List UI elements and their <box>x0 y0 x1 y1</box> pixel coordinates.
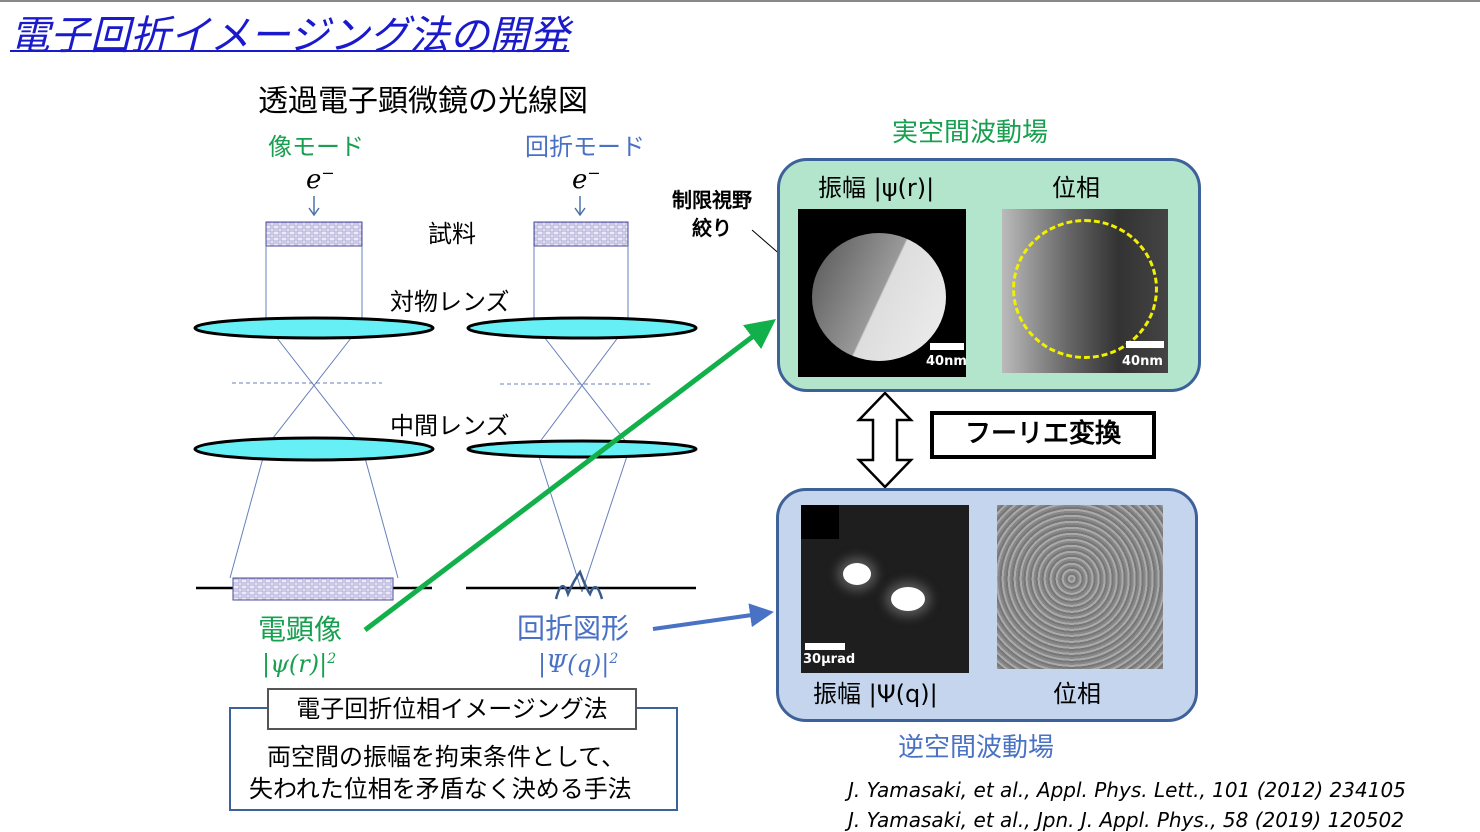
reciprocal-space-label: 逆空間波動場 <box>898 733 1055 763</box>
reference-2: J. Yamasaki, et al., Jpn. J. Appl. Phys.… <box>848 808 1404 832</box>
electron-symbol-image: e− <box>306 163 335 195</box>
real-phase-image: 40nm <box>1002 209 1168 373</box>
fourier-double-arrow <box>856 391 914 489</box>
em-image-label: 電顕像 <box>258 613 343 646</box>
method-desc-2: 失われた位相を矛盾なく決める手法 <box>249 775 632 803</box>
real-amplitude-image: 40nm <box>798 209 966 377</box>
intermediate-lens-diff <box>466 439 698 459</box>
rays-diff-mode <box>533 246 631 593</box>
objective-lens-diff <box>466 316 698 340</box>
specimen-diff-mode <box>533 221 629 247</box>
blue-arrow <box>652 603 774 631</box>
method-desc-1: 両空間の振幅を拘束条件として、 <box>267 743 626 771</box>
real-space-panel: 振幅 |ψ(r)| 位相 40nm 40nm <box>777 158 1201 392</box>
reciprocal-amplitude-label: 振幅 |Ψ(q)| <box>813 680 938 708</box>
rays-image-mode <box>229 246 399 579</box>
objective-lens-label: 対物レンズ <box>390 288 510 316</box>
method-name: 電子回折位相イメージング法 <box>267 688 637 730</box>
specimen-image-mode <box>265 221 363 247</box>
image-mode-label: 像モード <box>268 133 364 161</box>
reciprocal-phase-label: 位相 <box>1053 680 1101 708</box>
slide-title: 電子回折イメージング法の開発 <box>10 13 570 59</box>
green-arrow <box>363 318 776 632</box>
electron-symbol-diff: e− <box>572 163 601 195</box>
electron-arrow-image <box>308 196 320 217</box>
diffraction-wave <box>554 569 604 600</box>
diffraction-formula: |Ψ(q)|2 <box>538 650 619 678</box>
diffraction-mode-label: 回折モード <box>525 133 645 161</box>
reciprocal-space-panel: 30μrad 振幅 |Ψ(q)| 位相 <box>776 488 1198 722</box>
method-box: 両空間の振幅を拘束条件として、 失われた位相を矛盾なく決める手法 <box>229 707 678 811</box>
reference-1: J. Yamasaki, et al., Appl. Phys. Lett., … <box>848 778 1406 802</box>
objective-lens-image <box>193 316 435 340</box>
diagram-heading: 透過電子顕微鏡の光線図 <box>258 84 588 119</box>
real-space-label: 実空間波動場 <box>892 118 1049 148</box>
em-image-specimen <box>232 577 394 601</box>
aperture-label: 制限視野絞り <box>672 188 752 240</box>
real-phase-label: 位相 <box>1052 174 1100 202</box>
intermediate-lens-label: 中間レンズ <box>390 412 510 440</box>
em-image-formula: |ψ(r)|2 <box>262 650 337 678</box>
reciprocal-amplitude-image: 30μrad <box>801 505 969 673</box>
intermediate-lens-image <box>193 436 435 462</box>
electron-arrow-diff <box>574 196 586 217</box>
specimen-label: 試料 <box>428 220 476 248</box>
reciprocal-phase-image <box>997 505 1163 669</box>
diffraction-pattern-label: 回折図形 <box>517 612 630 645</box>
real-amplitude-label: 振幅 |ψ(r)| <box>818 174 935 202</box>
fourier-transform-box: フーリエ変換 <box>930 411 1156 459</box>
